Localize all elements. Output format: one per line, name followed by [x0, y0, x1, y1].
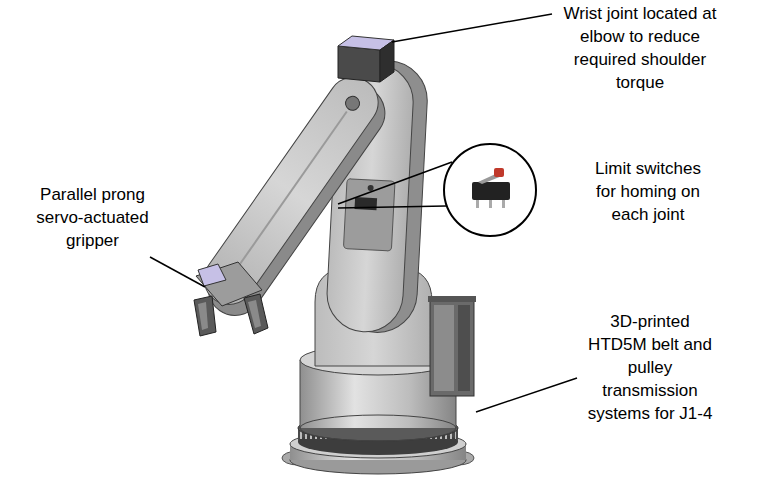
limit-switch-inset	[472, 182, 510, 200]
limit-switch-inset	[338, 206, 446, 208]
forearm	[343, 94, 362, 113]
limit-switch-inset	[444, 144, 536, 236]
leader-lines	[150, 257, 205, 287]
forearm	[191, 68, 398, 326]
leader-lines	[150, 14, 577, 412]
callout-text: Parallel prong servo-actuated gripper	[30, 183, 155, 252]
limit-switch-inset	[338, 144, 536, 236]
forearm	[194, 68, 388, 315]
gripper	[244, 294, 268, 334]
base-motor	[428, 296, 476, 396]
callout-text: Limit switches for homing on each joint	[589, 157, 707, 226]
forearm	[232, 111, 347, 275]
leader-lines	[392, 14, 552, 42]
gripper	[198, 302, 208, 330]
wrist-motor	[338, 36, 394, 82]
limit-switch-inset	[494, 168, 504, 177]
wrist-motor	[338, 46, 380, 82]
base-cylinder	[300, 415, 456, 441]
limit-switch-inset	[502, 200, 505, 208]
upper-arm	[367, 185, 373, 191]
callout-text: 3D-printed HTD5M belt and pulley transmi…	[583, 310, 717, 425]
base-cylinder	[300, 360, 301, 428]
upper-arm	[343, 179, 395, 251]
base-motor	[458, 305, 470, 391]
gripper	[194, 296, 216, 336]
base-motor	[434, 305, 454, 391]
base-motor	[430, 300, 474, 396]
gripper	[194, 262, 268, 336]
wrist-motor	[380, 40, 394, 82]
base-motor	[428, 296, 476, 302]
limit-switch-inset	[489, 200, 492, 208]
callout-text: Wrist joint located at elbow to reduce r…	[555, 2, 725, 94]
gripper	[248, 300, 261, 328]
gripper	[198, 264, 226, 286]
leader-lines	[476, 378, 577, 412]
limit-switch-inset	[476, 200, 479, 208]
limit-switch-inset	[338, 162, 452, 204]
